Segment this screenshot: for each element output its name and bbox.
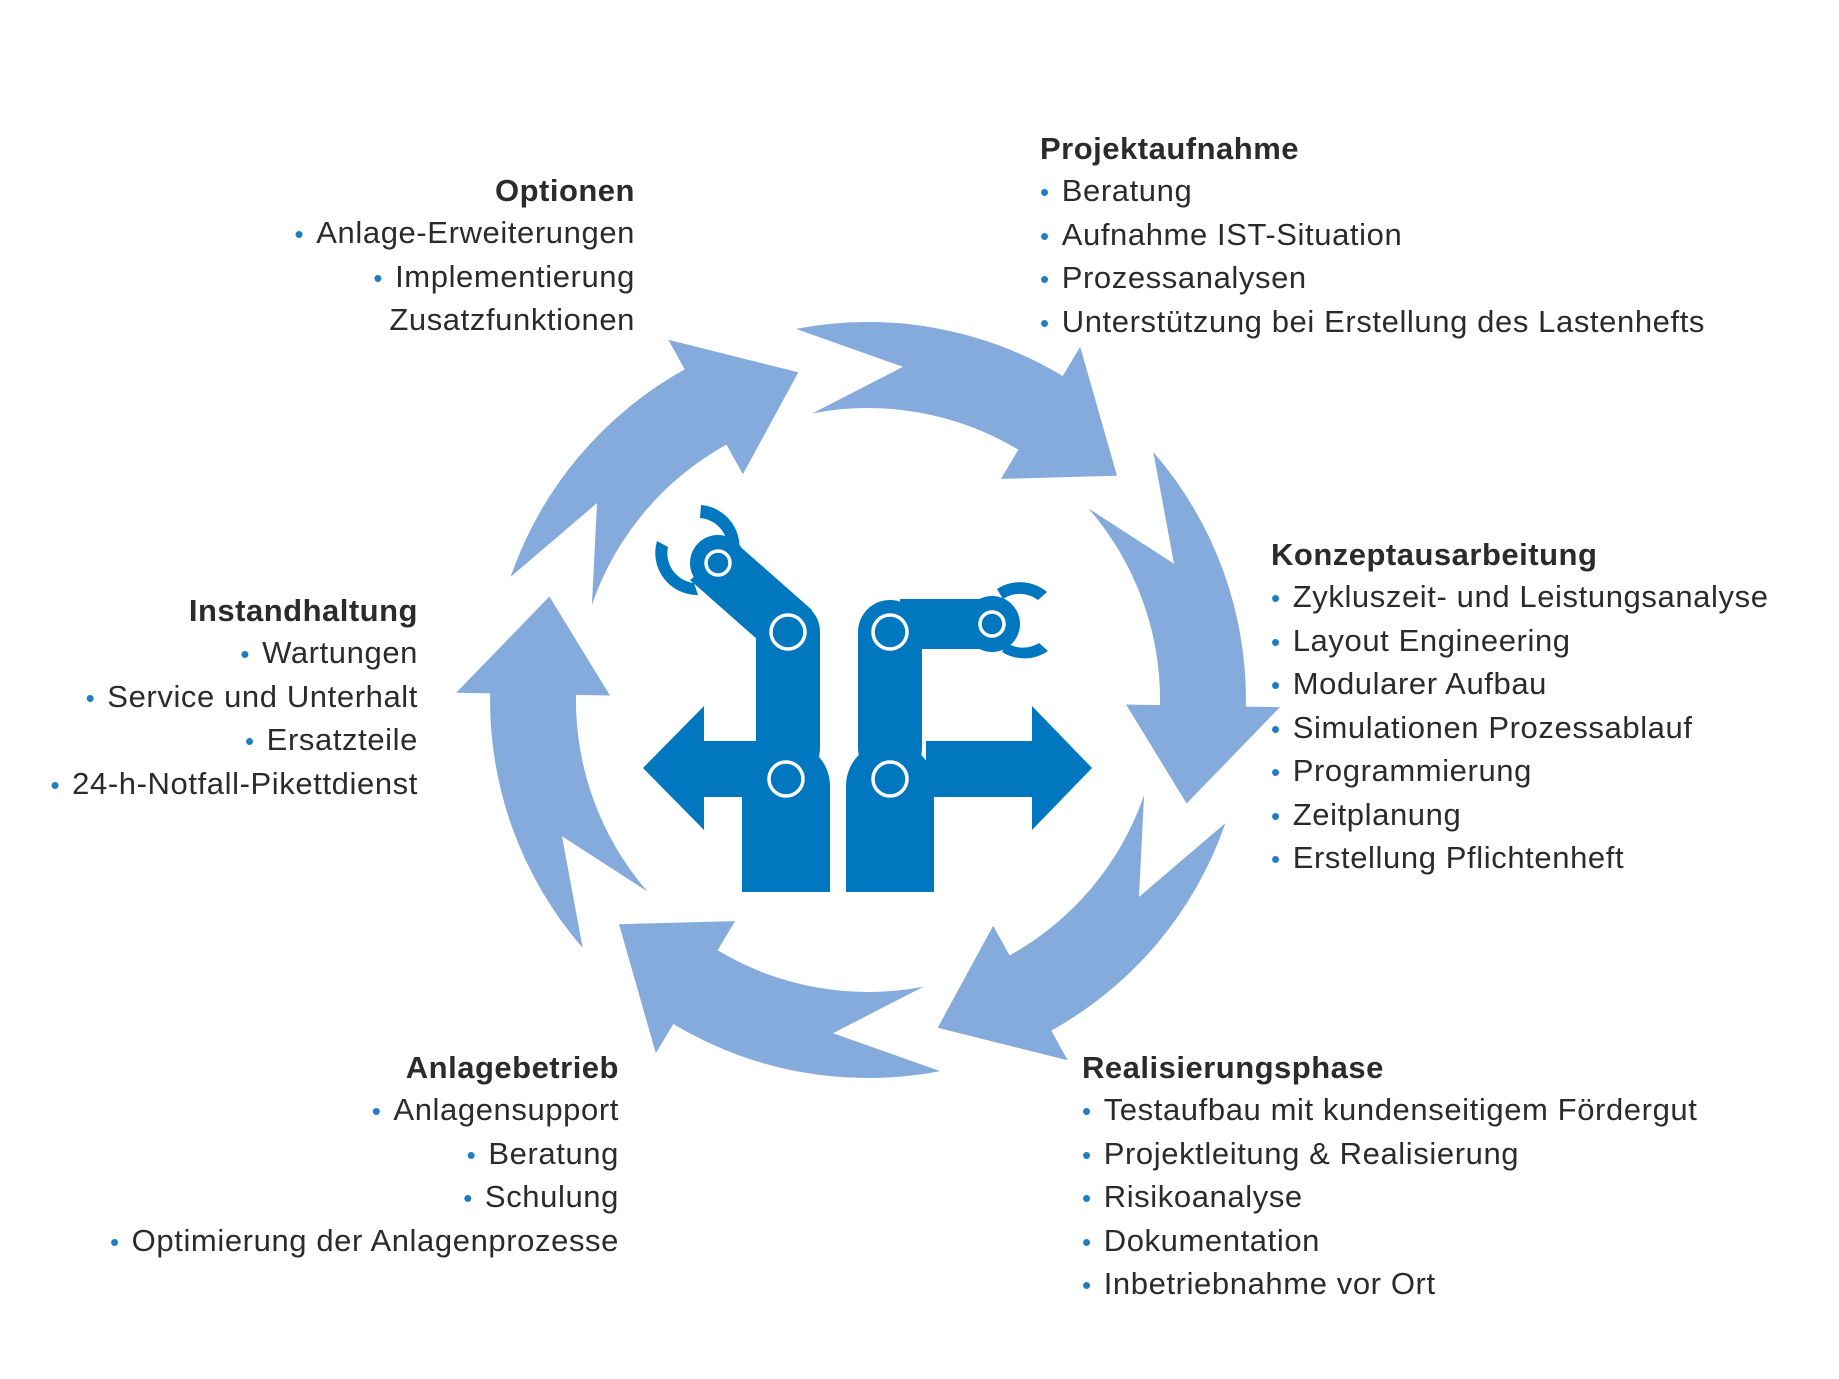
list-item: •Beratung [466,1135,619,1171]
list-item: •Unterstützung bei Erstellung des Lasten… [1040,303,1706,339]
phase-realisierungsphase: Realisierungsphase •Testaufbau mit kunde… [1082,1047,1697,1307]
phase-konzeptausarbeitung: Konzeptausarbeitung •Zykluszeit- und Lei… [1271,534,1769,881]
list-item: Zusatzfunktionen [389,302,635,337]
cycle-arrow-instandhaltung [456,596,648,948]
list-item: •Anlage-Erweiterungen [294,215,635,250]
phase-anlagebetrieb: Anlagebetrieb •Anlagensupport •Beratung … [110,1047,619,1263]
phase-title: Projektaufnahme [1040,131,1300,166]
list-item: •Ersatzteile [244,722,418,757]
list-item: •Anlagensupport [371,1092,619,1127]
gripper-right-icon [997,582,1047,600]
list-item: •Projektleitung & Realisierung [1082,1135,1520,1171]
list-item: •Zeitplanung [1271,796,1462,832]
list-item: •Simulationen Prozessablauf [1271,709,1693,745]
phase-instandhaltung: Instandhaltung •Wartungen •Service und U… [50,590,418,806]
robot-arm-left [643,505,830,892]
list-item: •Beratung [1040,173,1193,208]
cycle-arrow-konzeptausarbeitung [1088,452,1280,804]
list-item: •Testaufbau mit kundenseitigem Fördergut [1082,1092,1698,1127]
list-item: •Dokumentation [1082,1222,1321,1258]
robot-arm-right [846,582,1092,892]
list-item: •Layout Engineering [1271,622,1571,658]
list-item: •24-h-Notfall-Pikettdienst [50,765,418,801]
cycle-arrow-ring [456,321,1280,1079]
list-item: •Inbetriebnahme vor Ort [1082,1266,1436,1301]
cycle-arrow-anlagebetrieb [619,921,941,1079]
phase-title: Instandhaltung [188,593,418,628]
list-item: •Implementierung [373,258,635,294]
robot-joints [704,549,1006,798]
list-item: •Zykluszeit- und Leistungsanalyse [1271,579,1769,614]
phase-title: Realisierungsphase [1082,1050,1384,1085]
list-item: •Risikoanalyse [1082,1179,1303,1214]
cycle-arrow-optionen [510,339,799,605]
robot-arms-icon [643,505,1092,892]
phase-item-list: •Anlagensupport •Beratung •Schulung •Opt… [110,1089,619,1263]
phase-optionen: Optionen •Anlage-Erweiterungen •Implemen… [295,170,635,341]
phase-title: Optionen [494,173,635,208]
phase-title: Konzeptausarbeitung [1271,537,1598,572]
phase-title: Anlagebetrieb [405,1050,619,1085]
phase-projektaufnahme: Projektaufnahme •Beratung •Aufnahme IST-… [1040,128,1705,344]
list-item: •Service und Unterhalt [85,678,418,714]
cycle-arrow-realisierungsphase [937,795,1226,1061]
list-item: •Aufnahme IST-Situation [1040,216,1403,252]
phase-item-list: •Anlage-Erweiterungen •Implementierung Z… [295,212,635,341]
phase-item-list: •Zykluszeit- und Leistungsanalyse •Layou… [1271,576,1769,881]
list-item: •Programmierung [1271,753,1532,788]
list-item: •Prozessanalysen [1040,260,1307,295]
phase-item-list: •Beratung •Aufnahme IST-Situation •Proze… [1040,170,1705,344]
list-item: •Modularer Aufbau [1271,666,1548,701]
cycle-arrow-projektaufnahme [795,321,1117,479]
list-item: •Schulung [463,1179,619,1214]
phase-item-list: •Testaufbau mit kundenseitigem Fördergut… [1082,1089,1697,1307]
phase-item-list: •Wartungen •Service und Unterhalt •Ersat… [50,632,418,806]
list-item: •Wartungen [240,635,418,670]
list-item: •Optimierung der Anlagenprozesse [109,1222,619,1258]
list-item: •Erstellung Pflichtenheft [1271,840,1625,875]
